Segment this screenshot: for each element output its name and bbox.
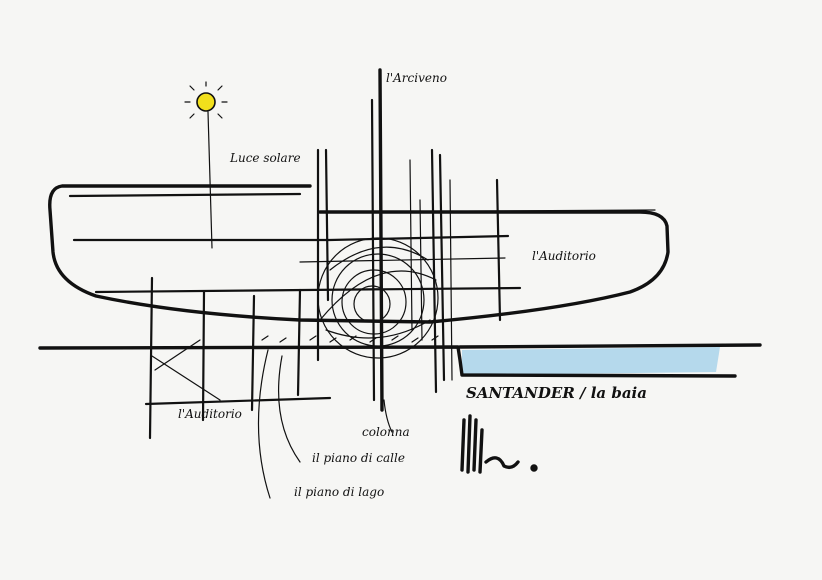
lower-label-2: il piano di lago [294, 485, 384, 499]
ground-line-right [458, 343, 762, 349]
spiral-element [317, 237, 439, 359]
sun-icon [184, 81, 228, 249]
water-area [462, 347, 720, 375]
top-label: l'Arciveno [386, 71, 447, 85]
bottom-mid-label: colonna [362, 425, 410, 439]
leader-lines [257, 349, 393, 499]
right-label: l'Auditorio [532, 249, 596, 263]
central-verticals [316, 68, 502, 412]
floor-line-1 [68, 192, 302, 198]
ground-hatch [261, 335, 439, 343]
floor-line-5 [319, 209, 656, 213]
signature-mark [460, 414, 538, 474]
floor-line-4 [299, 257, 506, 263]
sun-label: Luce solare [229, 151, 301, 165]
lower-label-1: il piano di calle [312, 451, 405, 465]
floor-line-3 [94, 286, 522, 294]
waterfront-label: SANTANDER / la baia [466, 384, 647, 402]
columns [144, 276, 332, 440]
left-bottom-label: l'Auditorio [178, 407, 242, 421]
floor-line-2 [72, 234, 510, 242]
